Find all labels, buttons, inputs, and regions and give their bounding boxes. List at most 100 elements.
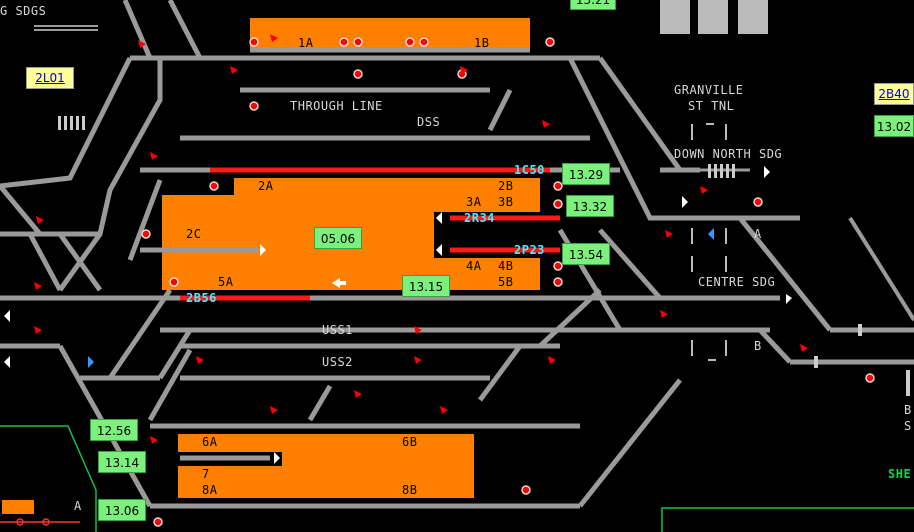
track-segment [307, 384, 333, 422]
track-segment [538, 288, 602, 348]
platform-label-1b: 1B [474, 36, 490, 50]
signal-icon [141, 37, 875, 527]
track-segment [107, 288, 173, 380]
track-segment [597, 56, 683, 172]
time-box[interactable]: 13.14 [98, 451, 146, 473]
time-box[interactable]: 12.56 [90, 419, 138, 441]
platform-4-5[interactable] [162, 258, 540, 290]
level-crossing-icon [0, 518, 80, 526]
platform-label-3b: 3B [498, 195, 514, 209]
down-north-siding-label: DOWN NORTH SDG [674, 147, 783, 161]
platform-label-6a: 6A [202, 435, 218, 449]
tunnel-markers [691, 123, 727, 361]
platform-1[interactable] [250, 18, 530, 50]
berth-1c50[interactable]: 1C50 [514, 163, 545, 177]
direction-arrow-icon [682, 196, 688, 208]
track-segment [127, 179, 163, 261]
time-box[interactable]: 13.21 [570, 0, 616, 10]
track-segment [147, 348, 193, 422]
platform-blocks [2, 18, 540, 514]
granville-label: GRANVILLE [674, 83, 744, 97]
platform-label-2c: 2C [186, 227, 202, 241]
track-segment [57, 232, 103, 292]
platform-7-fill[interactable] [282, 450, 474, 468]
signal-icon [34, 34, 808, 444]
track-segment [477, 344, 523, 402]
sidings-label: G SDGS [0, 4, 47, 18]
direction-arrow-icon [260, 244, 266, 256]
track-segment [122, 0, 153, 59]
bottom-a-label: A [74, 499, 82, 513]
time-box[interactable]: 13.29 [562, 163, 610, 185]
platform-label-4b: 4B [498, 259, 514, 273]
platform-7-8[interactable] [178, 466, 474, 498]
platform-label-5b: 5B [498, 275, 514, 289]
right-b-label: B [904, 403, 912, 417]
direction-arrow-icon [708, 228, 714, 240]
line-a-label: A [754, 227, 762, 241]
time-box[interactable]: 05.06 [314, 227, 362, 249]
direction-arrow-icon [274, 452, 280, 464]
granville-tunnel-label: ST TNL [688, 99, 735, 113]
track-segment [578, 378, 682, 508]
platform-label-8b: 8B [402, 483, 418, 497]
ref-box-2l01[interactable]: 2L01 [26, 67, 74, 89]
direction-arrow-icon [764, 166, 770, 178]
centre-siding-label: CENTRE SDG [698, 275, 776, 289]
track-segment [487, 88, 513, 132]
track-segment [758, 328, 792, 364]
uss1-label: USS1 [322, 323, 353, 337]
platform-label-4a: 4A [466, 259, 482, 273]
direction-arrow-icon [4, 310, 10, 322]
area-outlines [0, 425, 914, 532]
right-s-label: S [904, 419, 912, 433]
berth-2p23[interactable]: 2P23 [514, 243, 545, 257]
direction-arrow-icon [88, 356, 94, 368]
train-indicator-icon[interactable] [332, 278, 346, 288]
berth-2r34[interactable]: 2R34 [464, 211, 495, 225]
time-box[interactable]: 13.32 [566, 195, 614, 217]
direction-arrow-icon [436, 212, 442, 224]
track-segment [0, 184, 42, 236]
track-segment [0, 56, 133, 189]
direction-arrow-icon [4, 356, 10, 368]
direction-arrows[interactable] [4, 166, 792, 464]
platform-label-6b: 6B [402, 435, 418, 449]
buffer-stop-icon [58, 116, 910, 396]
dss-label: DSS [417, 115, 441, 129]
platform-label-2b: 2B [498, 179, 514, 193]
track-segment [157, 328, 193, 380]
platform-label-5a: 5A [218, 275, 234, 289]
platform-label-3a: 3A [466, 195, 482, 209]
she-label: SHE [888, 467, 912, 481]
time-box[interactable]: 13.02 [874, 115, 914, 137]
platform-label-1a: 1A [298, 36, 314, 50]
track-segment [738, 216, 832, 332]
building-blocks [660, 0, 768, 34]
siding-block[interactable] [2, 500, 34, 514]
platform-label-7: 7 [202, 467, 210, 481]
track-segment [598, 228, 662, 300]
berth-2b56[interactable]: 2B56 [186, 291, 217, 305]
track-segment [167, 0, 203, 60]
occupied-routes [180, 167, 560, 301]
line-b-label: B [754, 339, 762, 353]
track-segment [27, 232, 63, 292]
through-line-label: THROUGH LINE [290, 99, 383, 113]
time-box[interactable]: 13.06 [98, 499, 146, 521]
signals[interactable] [34, 34, 875, 527]
track-segment [848, 216, 914, 322]
time-box[interactable]: 13.54 [562, 243, 610, 265]
track-segment [567, 56, 800, 221]
ref-box-2b40[interactable]: 2B40 [874, 83, 914, 105]
direction-arrow-icon [436, 244, 442, 256]
direction-arrow-icon [786, 294, 792, 304]
platform-2-3[interactable] [234, 178, 540, 212]
platform-label-2a: 2A [258, 179, 274, 193]
platform-6[interactable] [178, 434, 474, 452]
time-box[interactable]: 13.15 [402, 275, 450, 297]
platform-label-8a: 8A [202, 483, 218, 497]
track-segment [0, 58, 163, 237]
uss2-label: USS2 [322, 355, 353, 369]
